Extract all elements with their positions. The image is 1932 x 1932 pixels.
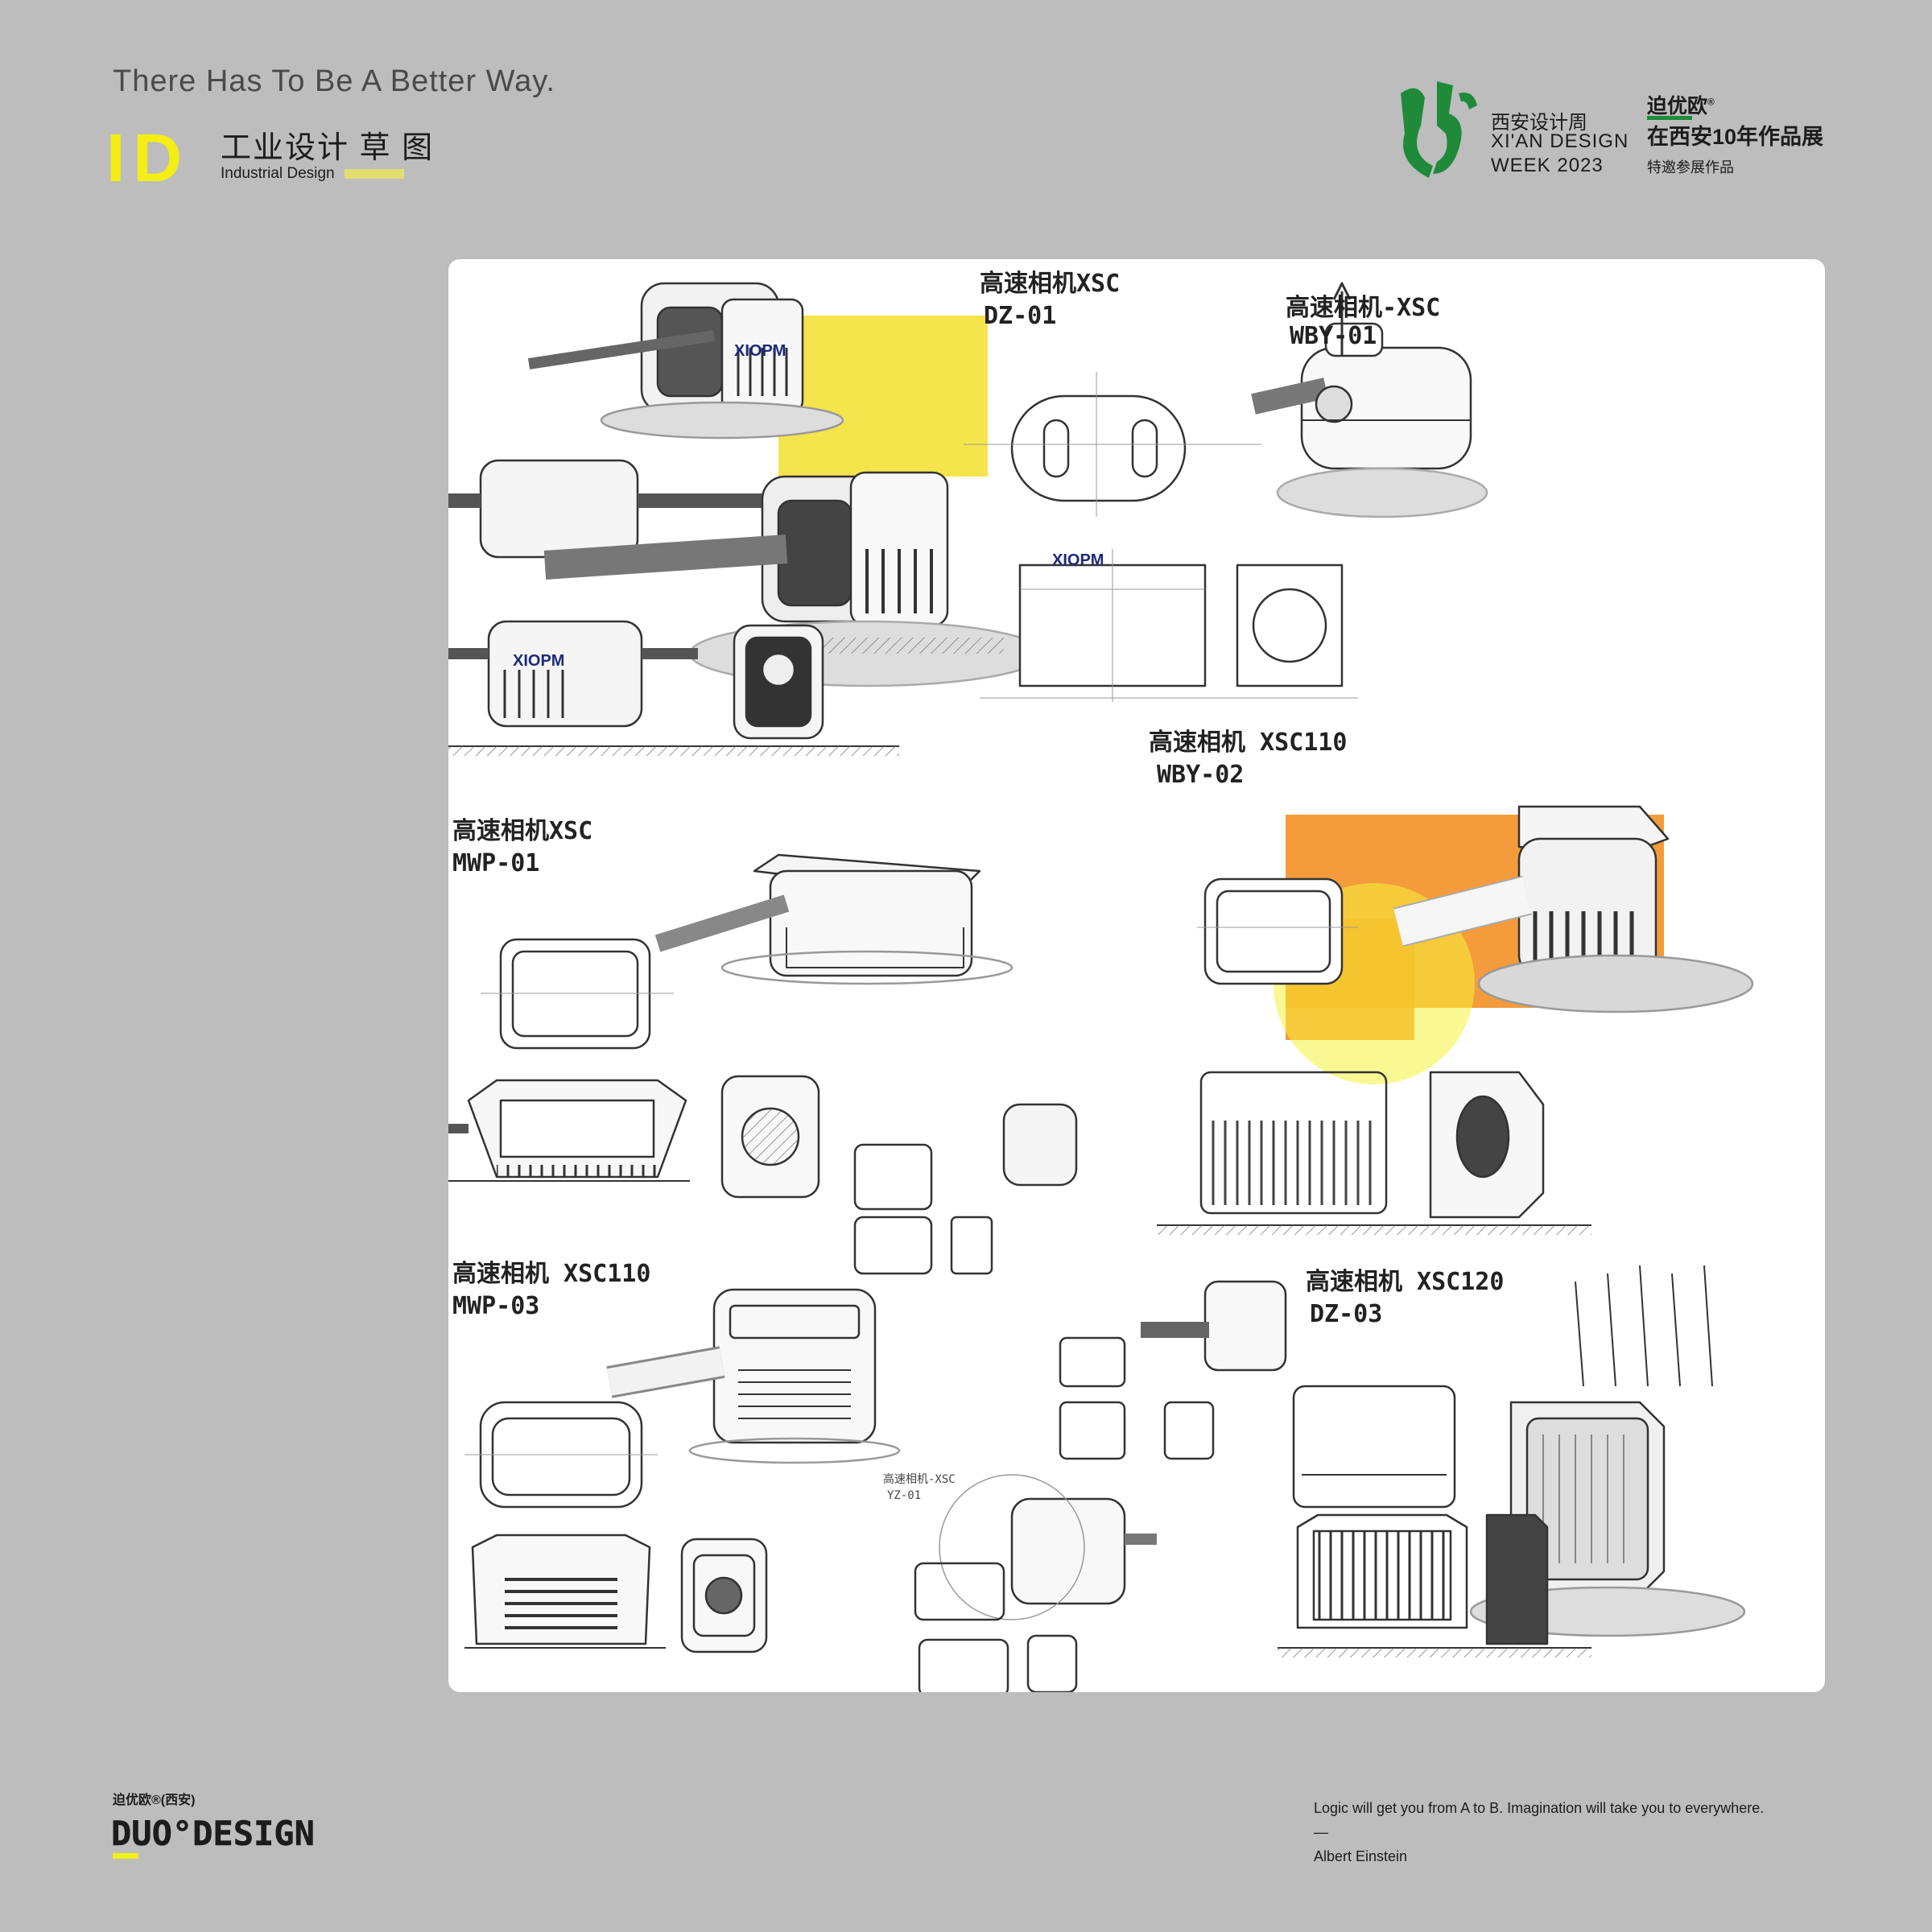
subtitle-accent-bar [345, 169, 404, 179]
sketch-drawing: 高速相机XSC DZ-01 高速相机-XSC WBY-01 高速相机 XSC11… [448, 270, 1754, 1692]
sketch-label-dz03-line1: 高速相机 XSC120 [1306, 1268, 1504, 1296]
sketch-label-mwp01-line2: MWP-01 [452, 849, 539, 877]
event-name-cn: 西安设计周 [1491, 112, 1587, 134]
sketch-label-wby02-line2: WBY-02 [1157, 761, 1244, 789]
exhibition-subtitle: 特邀参展作品 [1647, 159, 1734, 175]
event-name-en-line1: XI'AN DESIGN [1491, 130, 1629, 152]
footer-accent-bar [113, 1853, 138, 1859]
tagline: There Has To Be A Better Way. [113, 64, 555, 98]
sketch-label-mwp03-line2: MWP-03 [452, 1292, 539, 1320]
xian-design-week-logo-icon [1401, 81, 1477, 178]
page-subtitle-en: Industrial Design [221, 165, 335, 182]
exhibition-title: 在西安10年作品展 [1647, 125, 1824, 149]
sketch-label-mwp03-line1: 高速相机 XSC110 [452, 1260, 650, 1288]
sketch-label-dz03-line2: DZ-03 [1310, 1300, 1382, 1328]
registered-mark: ® [1707, 96, 1715, 108]
brand-name: 迫优欧® [1647, 90, 1715, 119]
product-logo-1: XIOPM [734, 342, 786, 360]
page-title-cn: 工业设计 草 图 [221, 131, 435, 165]
duo-design-logo-text: DUO°DESIGN [111, 1814, 315, 1853]
brand-name-text: 迫优欧 [1647, 95, 1708, 118]
sketch-label-yz01-line2: YZ-01 [887, 1489, 921, 1502]
footer-quote-author: Albert Einstein [1314, 1848, 1408, 1864]
sketch-label-dz01-line1: 高速相机XSC [980, 270, 1120, 298]
footer-brand-small: 迫优欧®(西安) [113, 1794, 196, 1807]
sketch-label-dz01-line2: DZ-01 [984, 302, 1056, 330]
sketch-label-wby01-line2: WBY-01 [1290, 322, 1377, 350]
sketch-label-wby01-line1: 高速相机-XSC [1286, 294, 1440, 322]
duo-design-logo: DUO°DESIGN [111, 1814, 315, 1854]
product-logo-3: XIOPM [513, 652, 564, 670]
sketch-label-mwp01-line1: 高速相机XSC [452, 817, 592, 845]
footer-quote: Logic will get you from A to B. Imaginat… [1314, 1800, 1765, 1816]
sketch-panel: 高速相机XSC DZ-01 高速相机-XSC WBY-01 高速相机 XSC11… [448, 259, 1825, 1692]
yellow-marker-block [778, 316, 988, 477]
sketch-label-yz01-line1: 高速相机-XSC [883, 1472, 956, 1486]
footer-quote-dash: — [1314, 1824, 1328, 1840]
product-logo-2: XIOPM [1052, 551, 1104, 569]
id-mark: ID [106, 120, 190, 196]
event-name-en-line2: WEEK 2023 [1491, 155, 1604, 176]
brand-underline [1647, 116, 1692, 120]
sketch-label-wby02-line1: 高速相机 XSC110 [1149, 729, 1347, 757]
